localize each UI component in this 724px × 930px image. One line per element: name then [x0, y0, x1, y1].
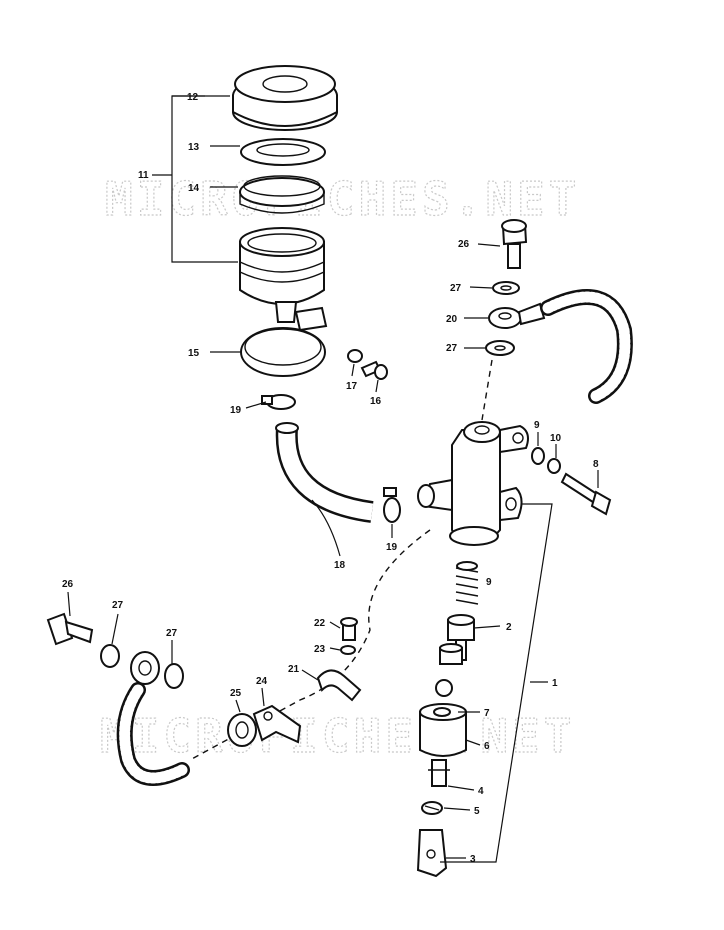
banjo-washer-lower-a [100, 644, 120, 668]
callout-8: 8 [593, 459, 599, 470]
banjo-washer-top-upper [492, 281, 520, 295]
banjo-bolt-lower [46, 612, 94, 646]
callout-27-b: 27 [446, 343, 458, 354]
callout-labels: 12 13 11 14 15 19 17 16 18 19 26 27 20 2… [62, 92, 599, 865]
leader-lines [67, 95, 599, 863]
callout-26-top: 26 [458, 239, 470, 250]
piston-assembly-6 [419, 679, 467, 757]
clamp-bolt-22 [340, 617, 358, 641]
callout-3: 3 [470, 854, 476, 865]
grommet-25 [227, 713, 257, 747]
hose-clamp-21 [316, 669, 362, 702]
body-washer-10 [547, 458, 561, 474]
banjo-fitting-20 [488, 302, 546, 329]
bracket-bolt [360, 360, 388, 380]
reservoir-hose [275, 422, 374, 523]
callout-27-a: 27 [450, 283, 462, 294]
callout-12: 12 [187, 92, 199, 103]
callout-27-d: 27 [166, 628, 178, 639]
callout-25: 25 [230, 688, 242, 699]
callout-7: 7 [484, 708, 490, 719]
callout-20: 20 [446, 314, 458, 325]
body-washer-9 [531, 447, 545, 465]
callout-27-c: 27 [112, 600, 124, 611]
banjo-washer-top-lower [485, 340, 515, 356]
callout-10: 10 [550, 433, 562, 444]
callout-19-upper: 19 [230, 405, 242, 416]
mounting-bolt [560, 472, 612, 516]
callout-23: 23 [314, 644, 326, 655]
callout-17: 17 [346, 381, 358, 392]
banjo-bolt-top [501, 219, 528, 269]
callout-9-body: 9 [486, 577, 492, 588]
banjo-washer-lower-b [164, 663, 184, 689]
master-cylinder-body [417, 421, 529, 546]
cap-plate [240, 138, 326, 166]
watermark-top: MICROFICHES.NET [105, 172, 580, 226]
callout-21: 21 [288, 664, 300, 675]
piston [439, 643, 463, 665]
callout-19-lower: 19 [386, 542, 398, 553]
primary-cup [447, 614, 475, 661]
bracket-washer [347, 349, 363, 363]
callout-9: 9 [534, 420, 540, 431]
brake-hose-lower [116, 682, 190, 786]
reservoir-cap [232, 65, 338, 131]
reservoir-tank [239, 227, 325, 323]
hose-clamp-lower [383, 487, 401, 523]
callout-18: 18 [334, 560, 346, 571]
hose-bracket-24 [252, 704, 302, 744]
callout-24: 24 [256, 676, 268, 687]
callout-11: 11 [138, 170, 149, 181]
callout-13: 13 [188, 142, 200, 153]
callout-16: 16 [370, 396, 382, 407]
callout-6: 6 [484, 741, 490, 752]
diaphragm [239, 175, 325, 214]
circlip [421, 801, 443, 815]
callout-26-lower: 26 [62, 579, 74, 590]
callout-15: 15 [188, 348, 200, 359]
alignment-line-top [481, 359, 493, 421]
pushrod [428, 759, 450, 787]
hose-clamp-upper [261, 394, 296, 410]
callout-4: 4 [478, 786, 484, 797]
clevis [416, 829, 448, 878]
clamp-washer-23 [340, 645, 356, 655]
return-spring [455, 561, 479, 605]
callout-14: 14 [188, 183, 200, 194]
callout-22: 22 [314, 618, 326, 629]
callout-2: 2 [506, 622, 512, 633]
brake-hose-top [540, 289, 633, 404]
banjo-fitting-lower [130, 651, 160, 685]
callout-1: 1 [552, 678, 558, 689]
watermark-bottom: MICROFICHES.NET [100, 709, 575, 763]
reservoir-bracket [240, 306, 328, 377]
callout-5: 5 [474, 806, 480, 817]
